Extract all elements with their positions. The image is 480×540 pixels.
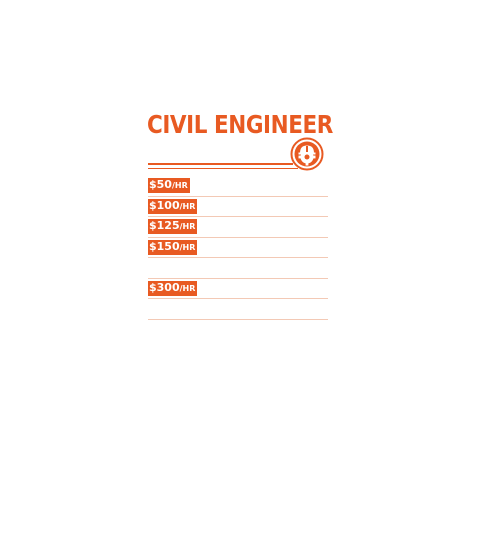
rate-row: $125/HR bbox=[148, 217, 328, 238]
rate-poster: CIVIL ENGINEER $50/HR $100/HR $125/HR bbox=[135, 100, 340, 345]
rate-label: $50/HR bbox=[148, 178, 190, 193]
rate-label: $125/HR bbox=[148, 219, 198, 234]
rate-label: $300/HR bbox=[148, 280, 198, 296]
rate-row: $300/HR bbox=[148, 279, 328, 299]
poster-title: CIVIL ENGINEER bbox=[147, 110, 333, 139]
title-underline bbox=[148, 163, 293, 165]
rate-label: $100/HR bbox=[148, 198, 198, 214]
rate-row-empty bbox=[148, 258, 328, 279]
rate-row: $150/HR bbox=[148, 238, 328, 258]
rate-row: $100/HR bbox=[148, 197, 328, 217]
rate-list: $50/HR $100/HR $125/HR $150/HR $300/HR bbox=[148, 176, 328, 320]
hard-hat-gear-icon bbox=[290, 137, 324, 171]
rate-row-empty bbox=[148, 299, 328, 320]
rate-row: $50/HR bbox=[148, 176, 328, 197]
rate-label: $150/HR bbox=[148, 239, 198, 255]
title-underline-thin bbox=[148, 168, 298, 169]
